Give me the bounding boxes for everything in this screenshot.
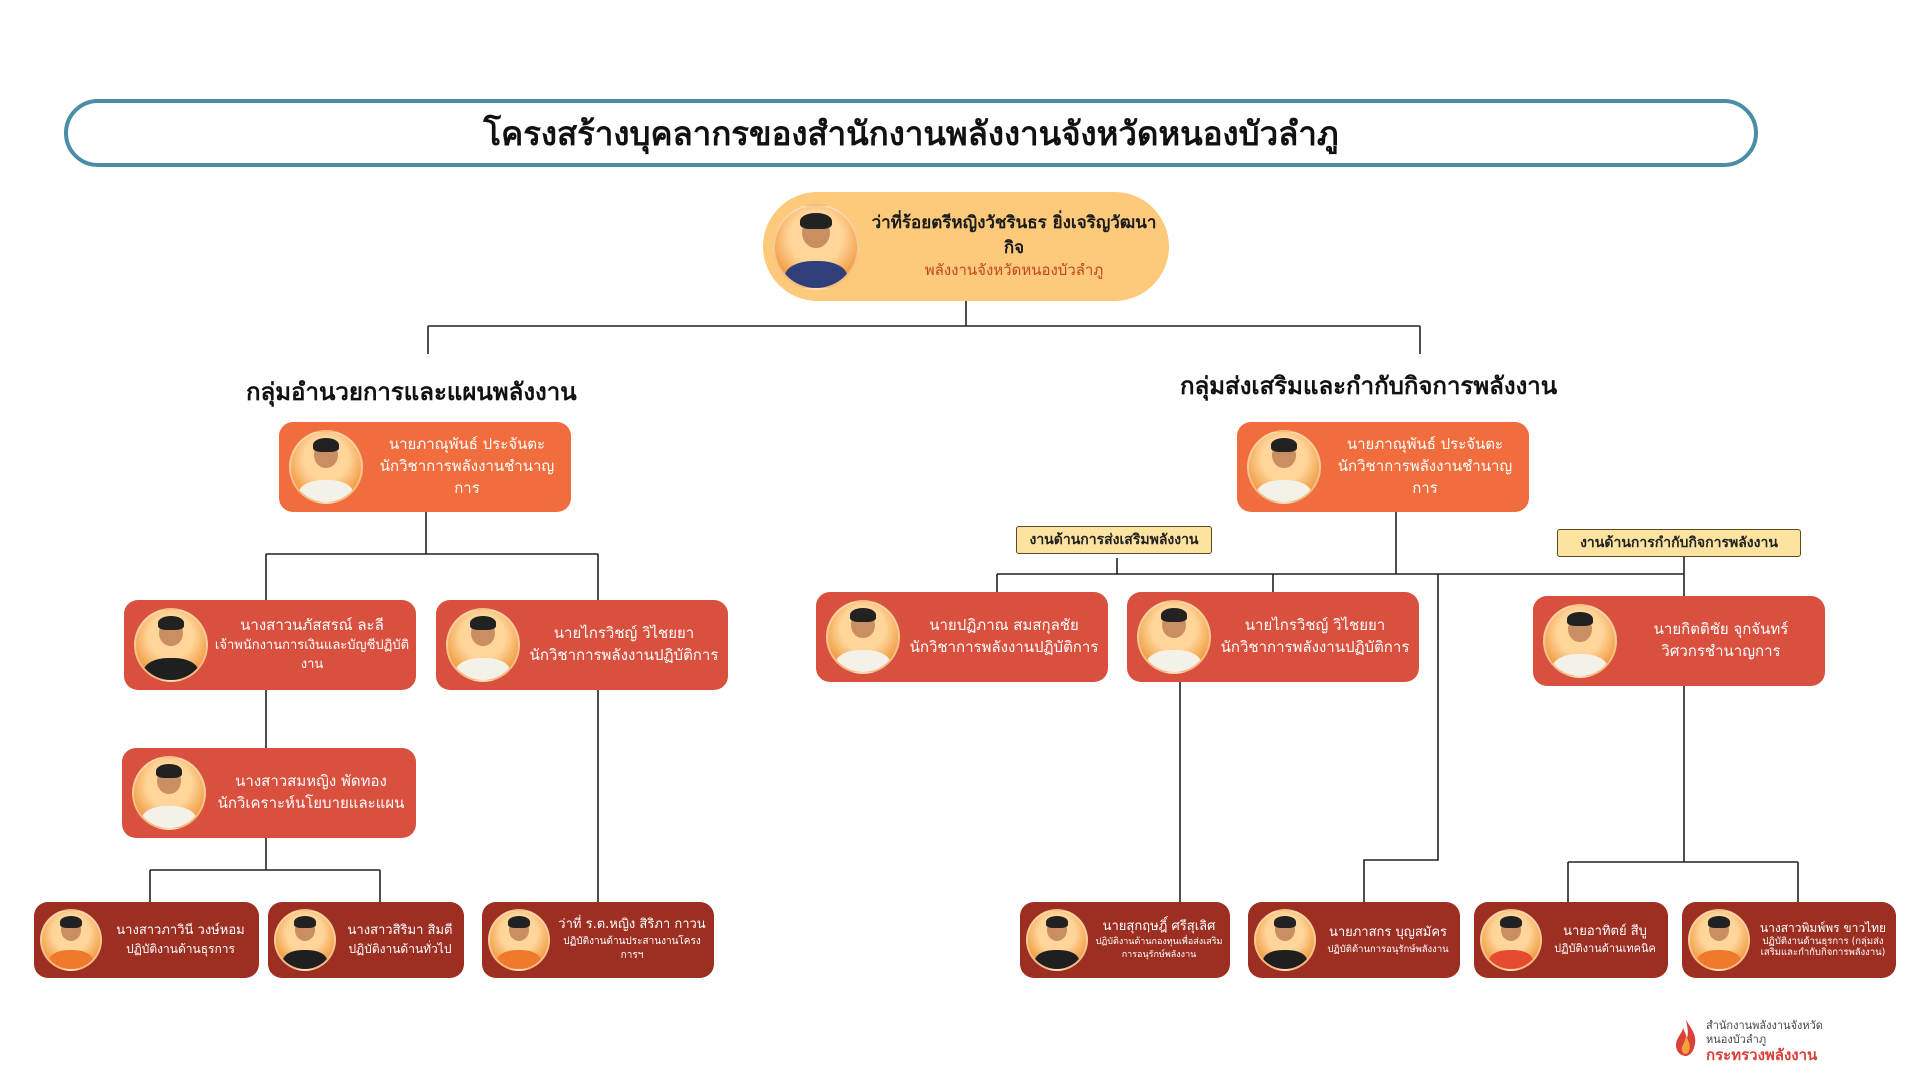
person-role: นักวิชาการพลังงานปฏิบัติการ bbox=[1220, 638, 1410, 656]
person-name: นายภาณุพันธ์ ประจันตะ bbox=[388, 435, 546, 454]
page-title-box: โครงสร้างบุคลากรของสำนักงานพลังงานจังหวั… bbox=[64, 99, 1758, 167]
tag-regulate: งานด้านการกำกับกิจการพลังงาน bbox=[1557, 529, 1801, 557]
avatar bbox=[289, 430, 363, 504]
tag-promote: งานด้านการส่งเสริมพลังงาน bbox=[1016, 526, 1212, 554]
person-role: วิศวกรชำนาญการ bbox=[1661, 642, 1781, 660]
person-role: ปฏิบัติงานด้านประสานงานโครงการฯ bbox=[563, 935, 701, 962]
person-name: นายปฏิภาณ สมสกุลชัย bbox=[929, 616, 1079, 635]
avatar bbox=[134, 608, 208, 682]
person-name: นายสุกฤษฎิ์ ศรีสุเลิศ bbox=[1102, 918, 1216, 934]
card-left-lead: นายภาณุพันธ์ ประจันตะ นักวิชาการพลังงานช… bbox=[279, 422, 571, 512]
person-role: นักวิชาการพลังงานปฏิบัติการ bbox=[909, 638, 1099, 656]
flame-icon bbox=[1676, 1020, 1696, 1056]
person-name: นายภาสกร บุญสมัคร bbox=[1328, 924, 1448, 940]
person-name: นายกิตติชัย จุกจันทร์ bbox=[1653, 620, 1789, 639]
avatar bbox=[132, 756, 206, 830]
avatar bbox=[40, 909, 102, 971]
avatar bbox=[1254, 909, 1316, 971]
logo-line-1: สำนักงานพลังงานจังหวัด bbox=[1706, 1019, 1823, 1032]
avatar bbox=[1688, 909, 1750, 971]
card-l-kraiwit: นายไกรวิชญ์ วิไชยยา นักวิชาการพลังงานปฏิ… bbox=[436, 600, 728, 690]
avatar bbox=[1543, 604, 1617, 678]
card-r-patiparn: นายปฏิภาณ สมสกุลชัย นักวิชาการพลังงานปฏิ… bbox=[816, 592, 1108, 682]
card-r-kittichai: นายกิตติชัย จุกจันทร์ วิศวกรชำนาญการ bbox=[1533, 596, 1825, 686]
person-name: ว่าที่ ร.ต.หญิง สิริภา กาวน bbox=[558, 917, 706, 933]
avatar bbox=[1247, 430, 1321, 504]
card-l-sirima: นางสาวสิริมา สิมตี ปฏิบัติงานด้านทั่วไป bbox=[268, 902, 464, 978]
avatar bbox=[1480, 909, 1542, 971]
group-heading-right: กลุ่มส่งเสริมและกำกับกิจการพลังงาน bbox=[1180, 372, 1558, 400]
person-name: นายภาณุพันธ์ ประจันตะ bbox=[1346, 435, 1504, 454]
avatar bbox=[446, 608, 520, 682]
card-right-lead: นายภาณุพันธ์ ประจันตะ นักวิชาการพลังงานช… bbox=[1237, 422, 1529, 512]
person-name: นางสาวพิมพ์พร ขาวไทย bbox=[1759, 921, 1887, 936]
ministry-logo: สำนักงานพลังงานจังหวัด หนองบัวลำภู กระทร… bbox=[1672, 1014, 1872, 1064]
person-role: ปฏิบัติงานด้านธุรการ (กลุ่มส่งเสริมและกำ… bbox=[1760, 935, 1886, 959]
avatar bbox=[1137, 600, 1211, 674]
person-role: เจ้าพนักงานการเงินและบัญชีปฏิบัติงาน bbox=[214, 638, 410, 672]
avatar bbox=[826, 600, 900, 674]
avatar bbox=[773, 203, 859, 290]
person-role: นักวิชาการพลังงานชำนาญการ bbox=[1337, 457, 1513, 497]
avatar bbox=[274, 909, 336, 971]
card-l-phawinee: นางสาวภาวินี วงษ์หอม ปฏิบัติงานด้านธุรกา… bbox=[34, 902, 259, 978]
person-name: นายไกรวิชญ์ วิไชยยา bbox=[1244, 616, 1386, 635]
card-r-kraiwit: นายไกรวิชญ์ วิไชยยา นักวิชาการพลังงานปฏิ… bbox=[1127, 592, 1419, 682]
person-role: ปฏิบัติงานด้านธุรการ bbox=[126, 941, 235, 956]
head-name: ว่าที่ร้อยตรีหญิงวัชรินธร ยิ่งเจริญวัฒนา… bbox=[871, 212, 1157, 258]
person-name: นายอาทิตย์ สีบู bbox=[1563, 923, 1647, 939]
person-role: ปฏิบัติด้านการอนุรักษ์พลังงาน bbox=[1327, 943, 1449, 955]
person-name: นางสาวภาวินี วงษ์หอม bbox=[116, 922, 245, 938]
person-role: นักวิเคราะห์นโยบายและแผน bbox=[217, 794, 405, 812]
group-heading-left: กลุ่มอำนวยการและแผนพลังงาน bbox=[246, 378, 577, 406]
person-role: นักวิชาการพลังงานชำนาญการ bbox=[379, 457, 555, 497]
person-name: นางสาวสิริมา สิมตี bbox=[347, 922, 453, 938]
card-r-pimpat: นางสาวพิมพ์พร ขาวไทย ปฏิบัติงานด้านธุรกา… bbox=[1682, 902, 1896, 978]
card-l-finance: นางสาวนภัสสรณ์ ละลี เจ้าพนักงานการเงินแล… bbox=[124, 600, 416, 690]
person-name: นายไกรวิชญ์ วิไชยยา bbox=[553, 624, 695, 643]
card-l-siripa: ว่าที่ ร.ต.หญิง สิริภา กาวน ปฏิบัติงานด้… bbox=[482, 902, 714, 978]
head-role: พลังงานจังหวัดหนองบัวลำภู bbox=[924, 261, 1104, 280]
person-role: ปฏิบัติงานด้านเทคนิค bbox=[1554, 942, 1656, 956]
card-r-phasakorn: นายภาสกร บุญสมัคร ปฏิบัติด้านการอนุรักษ์… bbox=[1248, 902, 1460, 978]
person-role: ปฏิบัติงานด้านทั่วไป bbox=[348, 941, 452, 956]
person-name: นางสาวนภัสสรณ์ ละลี bbox=[240, 616, 384, 635]
card-l-somying: นางสาวสมหญิง พัดทอง นักวิเคราะห์นโยบายแล… bbox=[122, 748, 416, 838]
logo-line-3: กระทรวงพลังงาน bbox=[1706, 1046, 1818, 1064]
person-name: นางสาวสมหญิง พัดทอง bbox=[235, 772, 387, 791]
logo-line-2: หนองบัวลำภู bbox=[1706, 1033, 1767, 1046]
avatar bbox=[488, 909, 550, 971]
person-role: ปฏิบัติงานด้านกองทุนเพื่อส่งเสริมการอนุร… bbox=[1095, 937, 1223, 961]
page-title: โครงสร้างบุคลากรของสำนักงานพลังงานจังหวั… bbox=[483, 113, 1339, 153]
head-card: ว่าที่ร้อยตรีหญิงวัชรินธร ยิ่งเจริญวัฒนา… bbox=[763, 192, 1169, 301]
avatar bbox=[1026, 909, 1088, 971]
card-r-sukrit: นายสุกฤษฎิ์ ศรีสุเลิศ ปฏิบัติงานด้านกองท… bbox=[1020, 902, 1230, 978]
person-role: นักวิชาการพลังงานปฏิบัติการ bbox=[529, 646, 719, 664]
card-r-athit: นายอาทิตย์ สีบู ปฏิบัติงานด้านเทคนิค bbox=[1474, 902, 1668, 978]
